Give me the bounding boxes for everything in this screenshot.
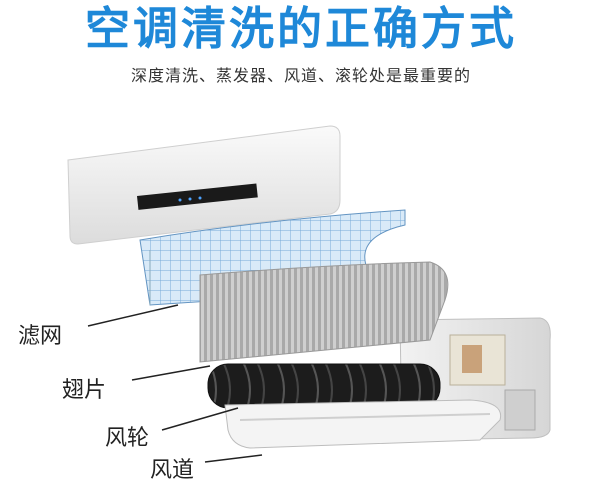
fan-leader-line [161,407,239,431]
louver-leader-line [131,365,211,381]
duct-leader-line [204,454,263,463]
label-fan: 风轮 [105,426,150,451]
front-panel [67,125,341,245]
display-strip [136,183,258,210]
label-duct: 风道 [150,458,195,483]
louver-plate [199,261,449,363]
filter-leader-line [87,304,179,327]
page-subtitle: 深度清洗、蒸发器、风道、滚轮处是最重要的 [130,66,471,85]
label-filter: 滤网 [18,324,63,349]
air-duct [224,399,502,449]
label-louver: 翅片 [62,378,107,403]
page-title: 空调清洗的正确方式 [84,2,517,55]
